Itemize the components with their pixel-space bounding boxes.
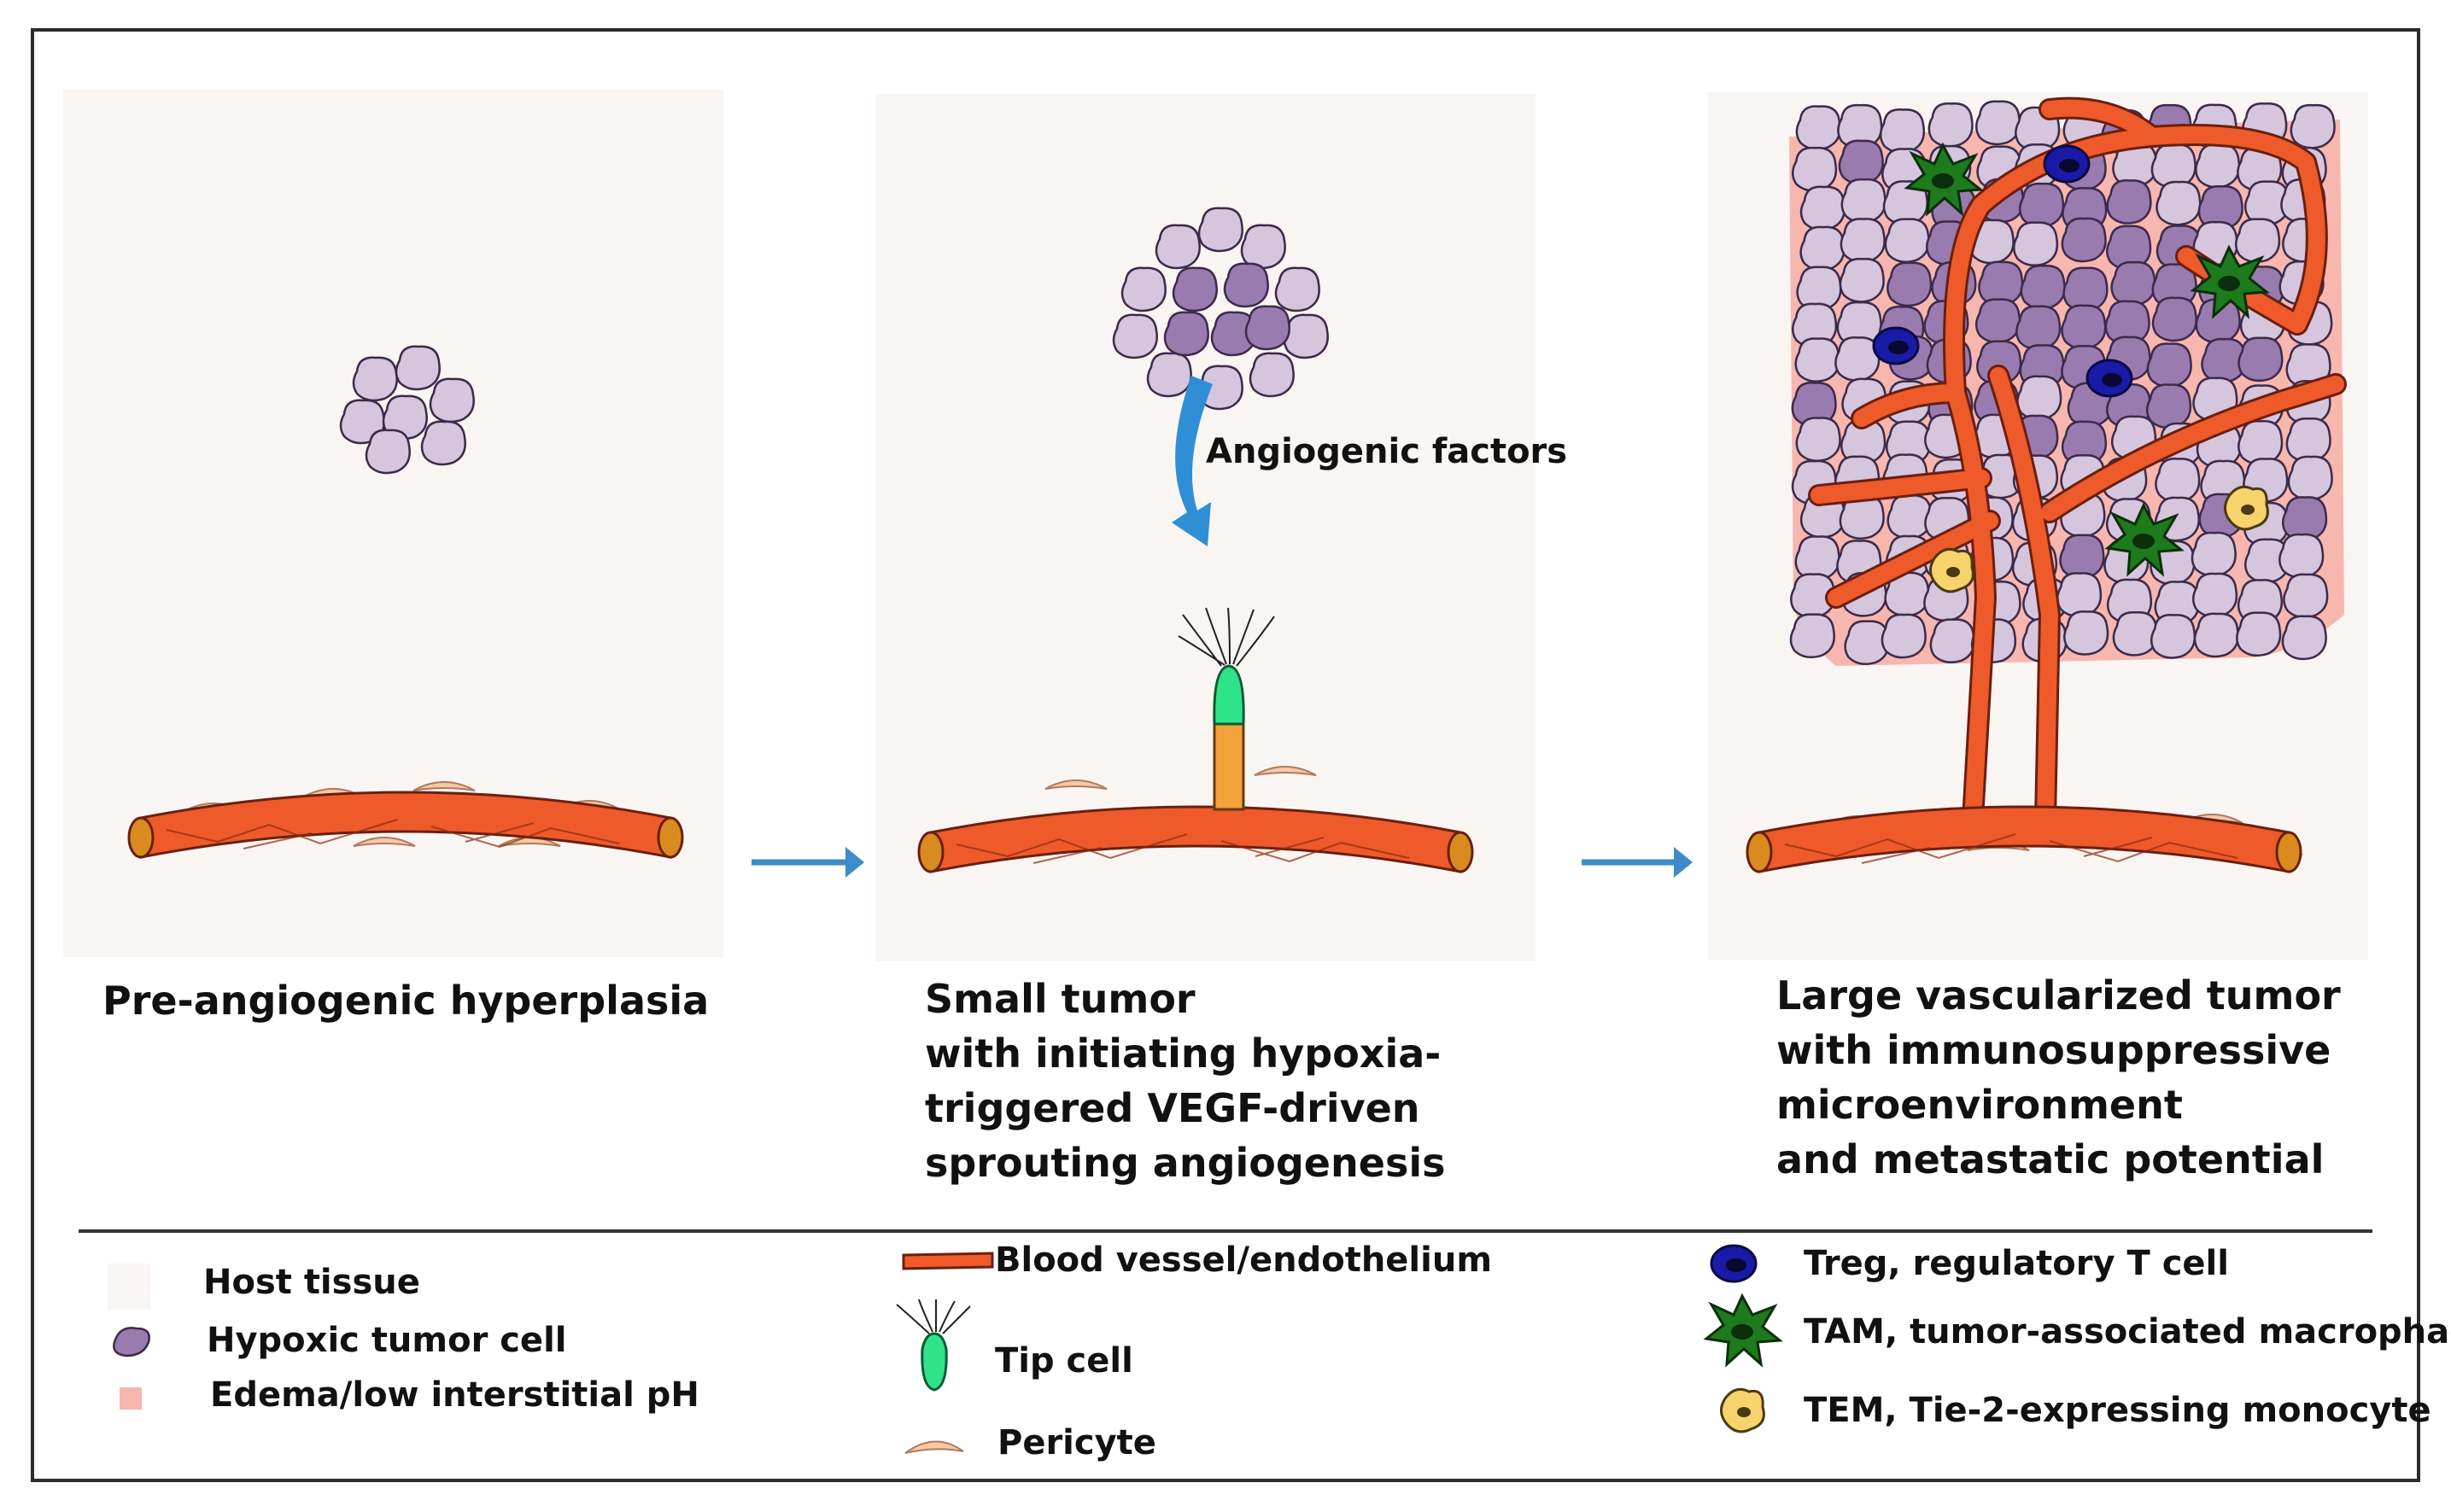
tumor-cell xyxy=(2061,217,2107,263)
tumor-cell xyxy=(2193,612,2239,658)
tumor-cell xyxy=(2110,260,2156,306)
caption-line: Large vascularized tumor xyxy=(1776,972,2341,1019)
hypoxic-tumor-cell-icon xyxy=(113,1327,150,1357)
tumor-cell xyxy=(1881,613,1927,659)
tem-marker xyxy=(2223,485,2269,531)
tumor-cell xyxy=(2015,305,2062,351)
tumor-cell xyxy=(1838,139,1884,185)
tumor-cell xyxy=(1794,535,1840,581)
tumor-cell xyxy=(2106,179,2152,225)
tumor-cell xyxy=(1974,298,2021,344)
tumor-cell xyxy=(1974,100,2021,146)
tumor-cell xyxy=(1799,185,1846,231)
tumor-cell xyxy=(1795,105,1841,150)
tumor-cell xyxy=(2018,182,2065,228)
legend-tam: TAM, tumor-associated macrophage xyxy=(1804,1312,2451,1351)
tumor-cell xyxy=(1834,336,1881,382)
panel-1-caption: Pre-angiogenic hyperplasia xyxy=(102,973,709,1028)
tumor-cell xyxy=(2195,143,2241,189)
tumor-cell xyxy=(2191,572,2238,618)
caption-line: Pre-angiogenic hyperplasia xyxy=(102,978,710,1024)
tumor-cell xyxy=(2237,336,2284,382)
tumor-cell xyxy=(1884,218,1930,264)
tumor-cell xyxy=(2061,304,2107,350)
tumor-cell xyxy=(1887,261,1933,307)
tip-cell-icon xyxy=(896,1299,971,1392)
tumor-cell xyxy=(1927,102,1974,148)
tumor-cell xyxy=(1879,108,1926,154)
tumor-cell xyxy=(2016,375,2062,421)
tumor-cell xyxy=(2237,419,2284,465)
tumor-cell xyxy=(1840,178,1887,224)
tumor-cell xyxy=(2146,342,2192,388)
tumor-cell xyxy=(1799,225,1846,271)
legend-tip-cell: Tip cell xyxy=(995,1341,1133,1381)
caption-line: with initiating hypoxia- xyxy=(925,1030,1442,1077)
tip-cell-sprout xyxy=(1178,607,1275,811)
tumor-cell xyxy=(2236,611,2282,657)
caption-line: triggered VEGF-driven xyxy=(925,1085,1420,1131)
tumor-cell xyxy=(2281,615,2327,661)
legend-edema: Edema/low interstitial pH xyxy=(210,1375,699,1415)
caption-line: with immunosuppressive xyxy=(1776,1027,2331,1073)
panel-3-vessel-network xyxy=(1808,96,2347,831)
legend-blood-vessel: Blood vessel/endothelium xyxy=(995,1241,1493,1280)
tumor-cell xyxy=(2287,455,2333,501)
tumor-cell xyxy=(2150,614,2197,659)
caption-line: and metastatic potential xyxy=(1776,1136,2325,1182)
angiogenic-factors-arrow xyxy=(1172,376,1213,546)
treg-marker xyxy=(2043,144,2091,184)
blood-vessel-icon xyxy=(902,1252,994,1270)
tumor-cell xyxy=(2150,143,2197,189)
caption-line: microenvironment xyxy=(1776,1082,2183,1128)
caption-line: Small tumor xyxy=(925,976,1196,1022)
tumor-cell xyxy=(1794,337,1840,382)
legend-tem: TEM, Tie-2-expressing monocyte xyxy=(1804,1391,2431,1430)
tem-marker xyxy=(1928,547,1974,593)
tumor-cell xyxy=(2156,180,2202,226)
tumor-cell xyxy=(1840,218,1886,263)
angiogenic-factors-label: Angiogenic factors xyxy=(1206,432,1568,471)
legend-host-tissue: Host tissue xyxy=(203,1263,420,1302)
tumor-cell xyxy=(2278,533,2325,579)
tumor-cell xyxy=(2063,610,2109,656)
arrow-2 xyxy=(1582,847,1693,878)
legend-hypoxic-tumor-cell: Hypoxic tumor cell xyxy=(207,1321,567,1360)
tumor-cell xyxy=(2155,458,2201,503)
tumor-cell xyxy=(1887,493,1933,540)
tumor-cell xyxy=(2234,218,2281,264)
tumor-cell xyxy=(2020,264,2066,310)
legend-treg: Treg, regulatory T cell xyxy=(1804,1244,2229,1283)
tem-icon xyxy=(1719,1387,1765,1433)
tumor-cell xyxy=(2056,572,2103,617)
tumor-cell xyxy=(2285,417,2331,463)
caption-line: sprouting angiogenesis xyxy=(925,1140,1446,1186)
tumor-cell xyxy=(2112,610,2158,657)
tumor-cell xyxy=(2290,103,2336,149)
treg-marker xyxy=(2085,359,2133,398)
treg-marker xyxy=(1872,326,1920,365)
tumor-cell xyxy=(2151,296,2197,342)
tumor-cell xyxy=(2062,266,2109,312)
tumor-cell xyxy=(1929,618,1975,664)
tumor-cell xyxy=(2059,534,2105,580)
edema-swatch xyxy=(120,1387,142,1410)
arrow-1 xyxy=(752,847,864,878)
panel-3-caption: Large vascularized tumor with immunosupp… xyxy=(1776,968,2341,1187)
treg-icon xyxy=(1710,1244,1758,1283)
legend-pericyte: Pericyte xyxy=(997,1423,1156,1462)
pericyte-icon xyxy=(904,1440,964,1454)
tam-icon xyxy=(1705,1294,1781,1366)
tumor-cell xyxy=(1795,417,1841,462)
tumor-cell xyxy=(2145,383,2192,429)
tumor-cell xyxy=(2283,573,2329,619)
tumor-cell xyxy=(1791,146,1838,192)
panel-2-caption: Small tumor with initiating hypoxia- tri… xyxy=(925,972,1445,1190)
tumor-cell xyxy=(1839,257,1885,303)
tumor-cell xyxy=(1789,613,1835,659)
host-tissue-swatch xyxy=(108,1264,150,1310)
tumor-cell xyxy=(2191,531,2237,577)
tumor-cell xyxy=(2012,221,2059,267)
